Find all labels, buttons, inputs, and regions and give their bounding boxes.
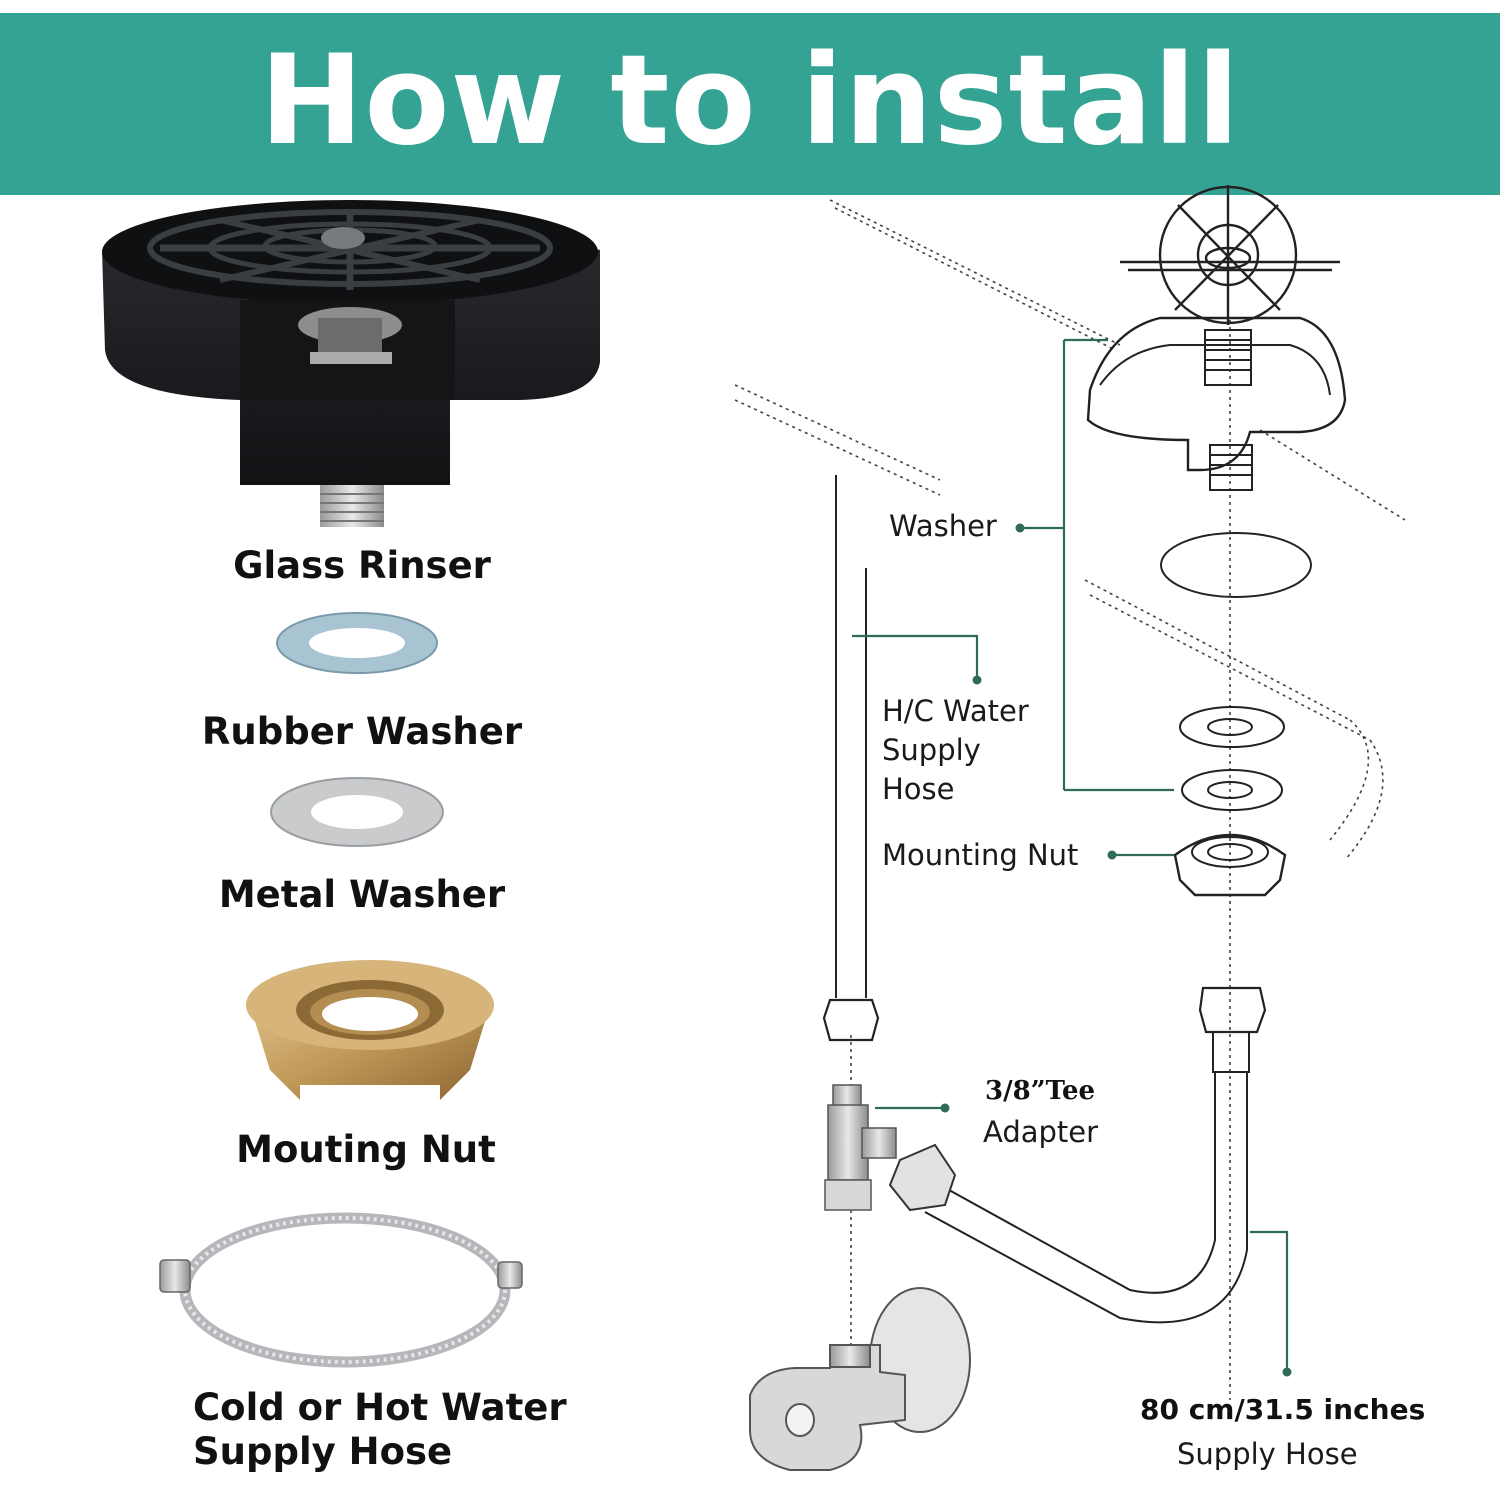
- leader-dots: [940, 523, 1292, 1377]
- supply-hose-label-line2: Supply Hose: [193, 1430, 453, 1473]
- hose-nut-image: [888, 1143, 957, 1212]
- rubber-washer-image: [276, 612, 438, 674]
- leader-lines: [852, 338, 1289, 1372]
- metal-washer-label: Metal Washer: [218, 873, 506, 916]
- tee-adapter-label-line1: 3/8”Tee: [985, 1076, 1096, 1106]
- washer-label: Washer: [889, 509, 997, 543]
- angle-valve-image: [749, 1287, 971, 1471]
- tee-adapter-label-line2: Adapter: [983, 1115, 1099, 1149]
- header-banner: How to install: [0, 13, 1500, 195]
- supply-hose-label-line1: Cold or Hot Water: [193, 1386, 567, 1429]
- mounting-nut-diagram-label: Mounting Nut: [882, 838, 1079, 872]
- supply-hose-diagram-label: Supply Hose: [1177, 1437, 1358, 1471]
- glass-rinser-image: [102, 200, 600, 527]
- tee-adapter-image: [824, 1084, 897, 1211]
- metal-washer-image: [270, 777, 444, 847]
- hc-hose-label-line3: Hose: [882, 772, 955, 806]
- braided-hose-image: [159, 1212, 523, 1368]
- page-title: How to install: [259, 29, 1241, 173]
- hc-hose-label-line2: Supply: [882, 733, 981, 767]
- mounting-nut-label: Mouting Nut: [236, 1128, 496, 1171]
- hc-hose-label-line1: H/C Water: [882, 694, 1029, 728]
- glass-rinser-label: Glass Rinser: [233, 544, 491, 587]
- brass-nut-image: [246, 960, 494, 1100]
- hose-length-label: 80 cm/31.5 inches: [1140, 1393, 1426, 1426]
- exploded-diagram: [734, 185, 1406, 1400]
- rubber-washer-label: Rubber Washer: [201, 710, 523, 753]
